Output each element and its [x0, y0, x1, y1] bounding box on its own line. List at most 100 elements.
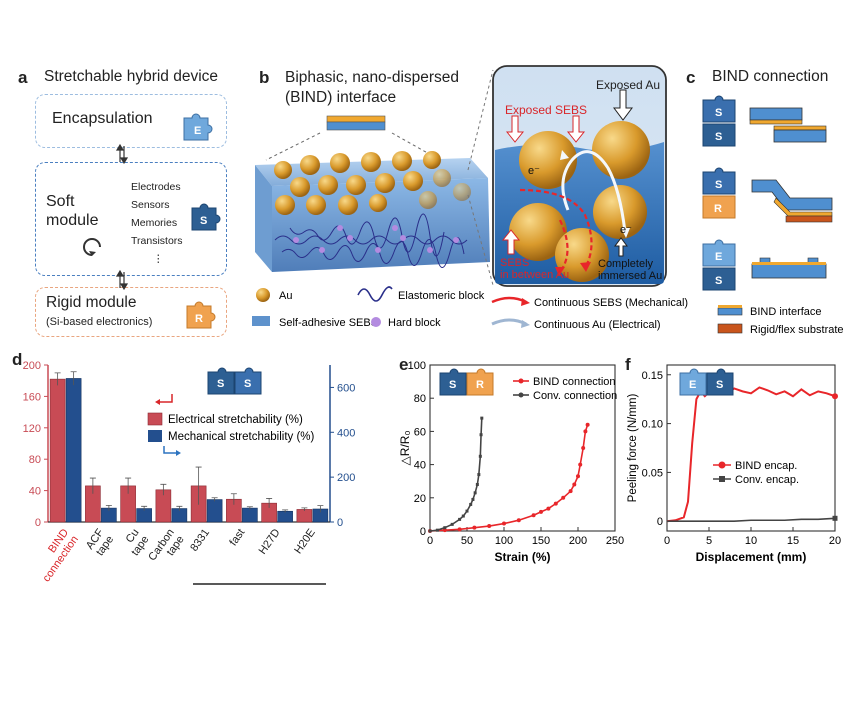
legend-hard-label: Hard block — [388, 317, 441, 329]
puzzle-r-icon: R — [186, 301, 216, 329]
y-tick-label: 0 — [657, 516, 663, 528]
bind-point — [581, 446, 586, 450]
error-bar — [105, 505, 112, 511]
legend-swatch-mechanical — [148, 430, 162, 442]
puzzle-letter: S — [715, 131, 722, 143]
bar-electrical — [49, 378, 66, 523]
puzzle-piece — [706, 368, 734, 396]
bind-point — [502, 521, 506, 526]
y-axis-label: △R/R₀ — [398, 431, 412, 466]
panel-a-title: Stretchable hybrid device — [44, 68, 219, 85]
bind-point — [585, 422, 590, 427]
puzzle-letter: S — [715, 179, 722, 191]
exposed-au-label: Exposed Au — [596, 78, 660, 92]
conv-point — [465, 509, 469, 513]
conv-point — [473, 491, 477, 495]
panel-a-letter: a — [18, 68, 28, 87]
x-tick-label: 100 — [495, 535, 513, 547]
left-tick-label: 160 — [23, 391, 41, 403]
legend-marker — [518, 392, 524, 398]
right-arrow-icon — [163, 446, 176, 454]
sebs-legend-icon — [252, 316, 270, 326]
legend-bind-label: BIND interface — [750, 306, 822, 318]
x-tick-label: 10 — [745, 535, 757, 547]
category-label: Carbontape — [146, 527, 186, 570]
panel-c-title: BIND connection — [712, 68, 829, 85]
left-arrow-head — [155, 399, 160, 405]
bar-mechanical — [277, 510, 293, 523]
bind-point — [553, 501, 558, 506]
conv-point — [479, 433, 483, 437]
sebs-between-line1: SEBS — [500, 257, 529, 269]
y-tick-label: 0 — [420, 526, 426, 538]
soft-module-line2: module — [46, 212, 99, 229]
right-tick-label: 0 — [337, 517, 343, 529]
soft-list-item: Sensors — [131, 199, 170, 211]
panel-b-title-line2: (BIND) interface — [285, 89, 397, 106]
conv-point — [480, 416, 484, 420]
left-tick-label: 120 — [23, 423, 41, 435]
bind-point — [516, 518, 521, 523]
error-bar — [70, 371, 77, 386]
error-bar — [160, 483, 167, 496]
puzzle-letter: R — [195, 313, 203, 325]
puzzle-es-icon: E S — [702, 239, 736, 291]
puzzle-letter: R — [714, 203, 722, 215]
puzzle-piece — [679, 368, 707, 396]
category-label: Cutape — [119, 527, 151, 558]
electron-label: e⁻ — [620, 224, 632, 236]
category-label-line: H20E — [292, 527, 318, 556]
legend-elastomeric-label: Elastomeric block — [398, 290, 485, 302]
zoom-inset — [492, 65, 667, 287]
puzzle-letter: S — [715, 275, 722, 287]
immersed-au-label: Completely immersed Au — [598, 258, 662, 282]
puzzle-piece — [439, 368, 467, 396]
bind-point — [531, 513, 536, 518]
puzzle-e-icon: E — [183, 113, 213, 141]
rigid-module-label: Rigid module — [46, 294, 137, 311]
error-bar — [54, 372, 61, 386]
sebs-between-line2: in between Au — [500, 269, 569, 281]
elastomeric-chains — [274, 213, 468, 268]
x-tick-label: 5 — [706, 535, 712, 547]
y-tick-label: 0.15 — [642, 370, 663, 382]
error-bar — [317, 505, 324, 513]
bind-connection-ss — [749, 107, 827, 143]
conv-point — [475, 483, 479, 487]
bind-point — [539, 509, 543, 514]
hard-block-legend-icon — [371, 317, 381, 327]
y-tick-label: 40 — [414, 460, 426, 472]
right-tick-label: 600 — [337, 382, 355, 394]
puzzle-letter: S — [449, 379, 456, 391]
y-tick-label: 20 — [414, 493, 426, 505]
conv-point — [443, 526, 447, 530]
y-tick-label: 60 — [414, 426, 426, 438]
puzzle-letter: S — [217, 378, 224, 390]
immersed-au-line1: Completely — [598, 258, 654, 270]
error-bar — [266, 498, 273, 508]
conv-point — [461, 514, 465, 518]
legend-label: BIND connection — [533, 376, 616, 388]
conv-point — [471, 497, 475, 501]
left-tick-label: 0 — [35, 517, 41, 529]
panel-d-letter: d — [12, 350, 23, 369]
left-tick-label: 40 — [29, 486, 41, 498]
soft-module-box — [35, 162, 227, 276]
x-tick-label: 0 — [427, 535, 433, 547]
bind-point — [472, 525, 477, 530]
puzzle-ss-icon: S S — [702, 95, 736, 147]
legend-marker — [718, 461, 726, 469]
category-label: ACFtape — [84, 527, 116, 559]
conv-point — [478, 454, 482, 458]
bind-connection-sr — [751, 179, 833, 223]
conv-point — [450, 522, 454, 526]
panel-f-letter: f — [625, 355, 631, 374]
bar-electrical — [296, 509, 313, 523]
panel-b-letter: b — [259, 68, 270, 87]
exposed-sebs-label: Exposed SEBS — [505, 103, 587, 117]
soft-list-item: Electrodes — [131, 181, 181, 193]
puzzle-letter: S — [244, 378, 251, 390]
x-tick-label: 150 — [532, 535, 550, 547]
